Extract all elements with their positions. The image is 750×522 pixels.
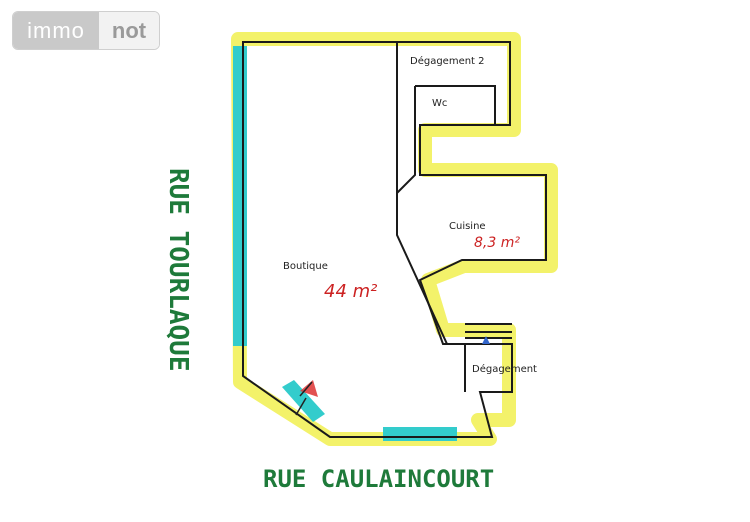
window-left — [233, 46, 247, 346]
entrance-marker-icon — [295, 380, 318, 416]
windows — [233, 46, 457, 441]
walls — [242, 41, 547, 438]
label-wc: Wc — [432, 98, 447, 109]
label-degagement: Dégagement — [472, 363, 537, 375]
logo-part-not: not — [99, 12, 159, 49]
immonot-logo: immo not — [12, 11, 160, 50]
street-bottom: RUE CAULAINCOURT — [263, 465, 494, 493]
street-left: RUE TOURLAQUE — [163, 168, 193, 372]
wc-room — [415, 85, 496, 126]
label-cuisine: Cuisine — [449, 221, 486, 232]
window-bottom — [383, 427, 457, 441]
degagement2-divider — [396, 86, 416, 194]
stair-arrow-icon — [482, 336, 490, 344]
label-degagement2: Dégagement 2 — [410, 55, 485, 67]
label-boutique: Boutique — [283, 261, 328, 272]
area-cuisine: 8,3 m² — [474, 235, 520, 251]
area-boutique: 44 m² — [324, 281, 377, 302]
stairs — [465, 323, 512, 345]
boutique-divider — [396, 42, 448, 345]
logo-part-immo: immo — [13, 12, 99, 49]
